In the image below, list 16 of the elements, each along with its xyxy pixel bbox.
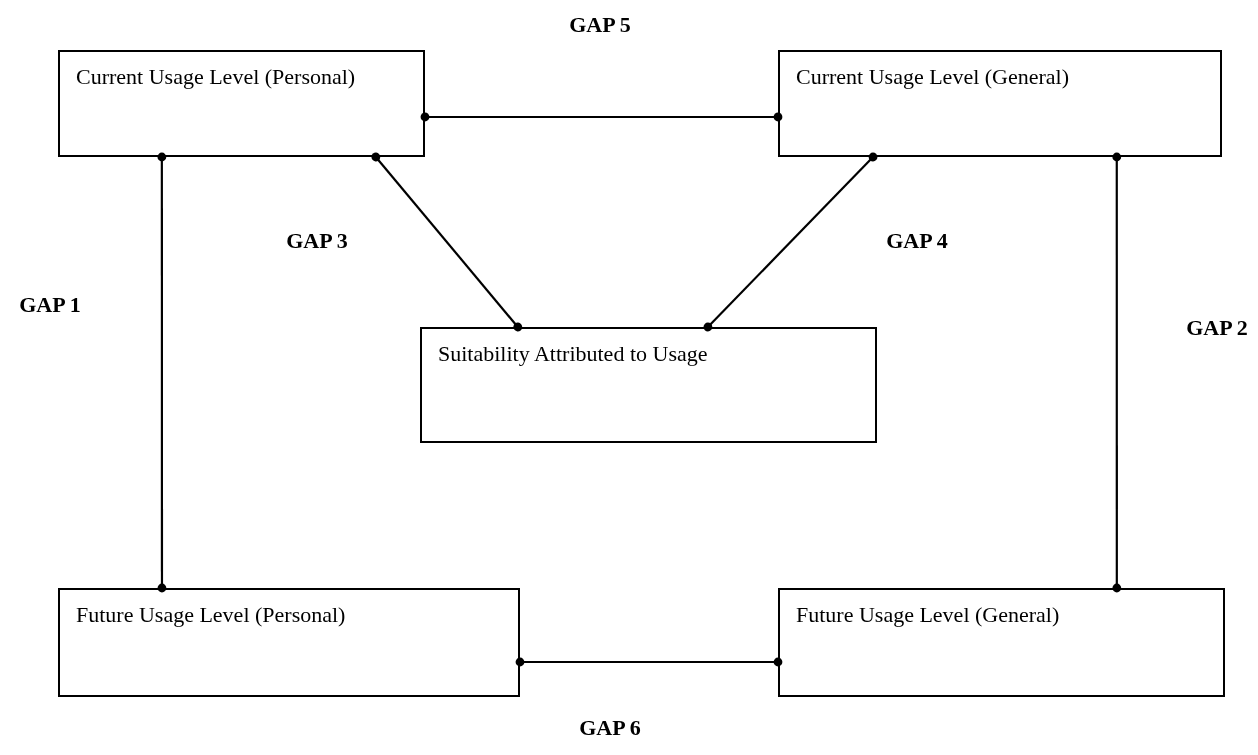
box-label: Current Usage Level (General): [796, 64, 1070, 90]
concept-box: [778, 50, 1222, 157]
connector-line: [420, 112, 783, 122]
concept-box: [420, 327, 877, 443]
box-label: Suitability Attributed to Usage: [438, 341, 708, 367]
connector-line: [703, 152, 878, 332]
connector-line: [157, 152, 167, 593]
concept-box: [778, 588, 1225, 697]
connector-line: [371, 152, 523, 332]
box-label: Current Usage Level (Personal): [76, 64, 356, 90]
concept-box: [58, 50, 425, 157]
connector-line: [515, 657, 783, 667]
box-label: Future Usage Level (General): [796, 602, 1060, 628]
connector-line: [1112, 152, 1122, 593]
concept-box: [58, 588, 520, 697]
box-label: Future Usage Level (Personal): [76, 602, 346, 628]
